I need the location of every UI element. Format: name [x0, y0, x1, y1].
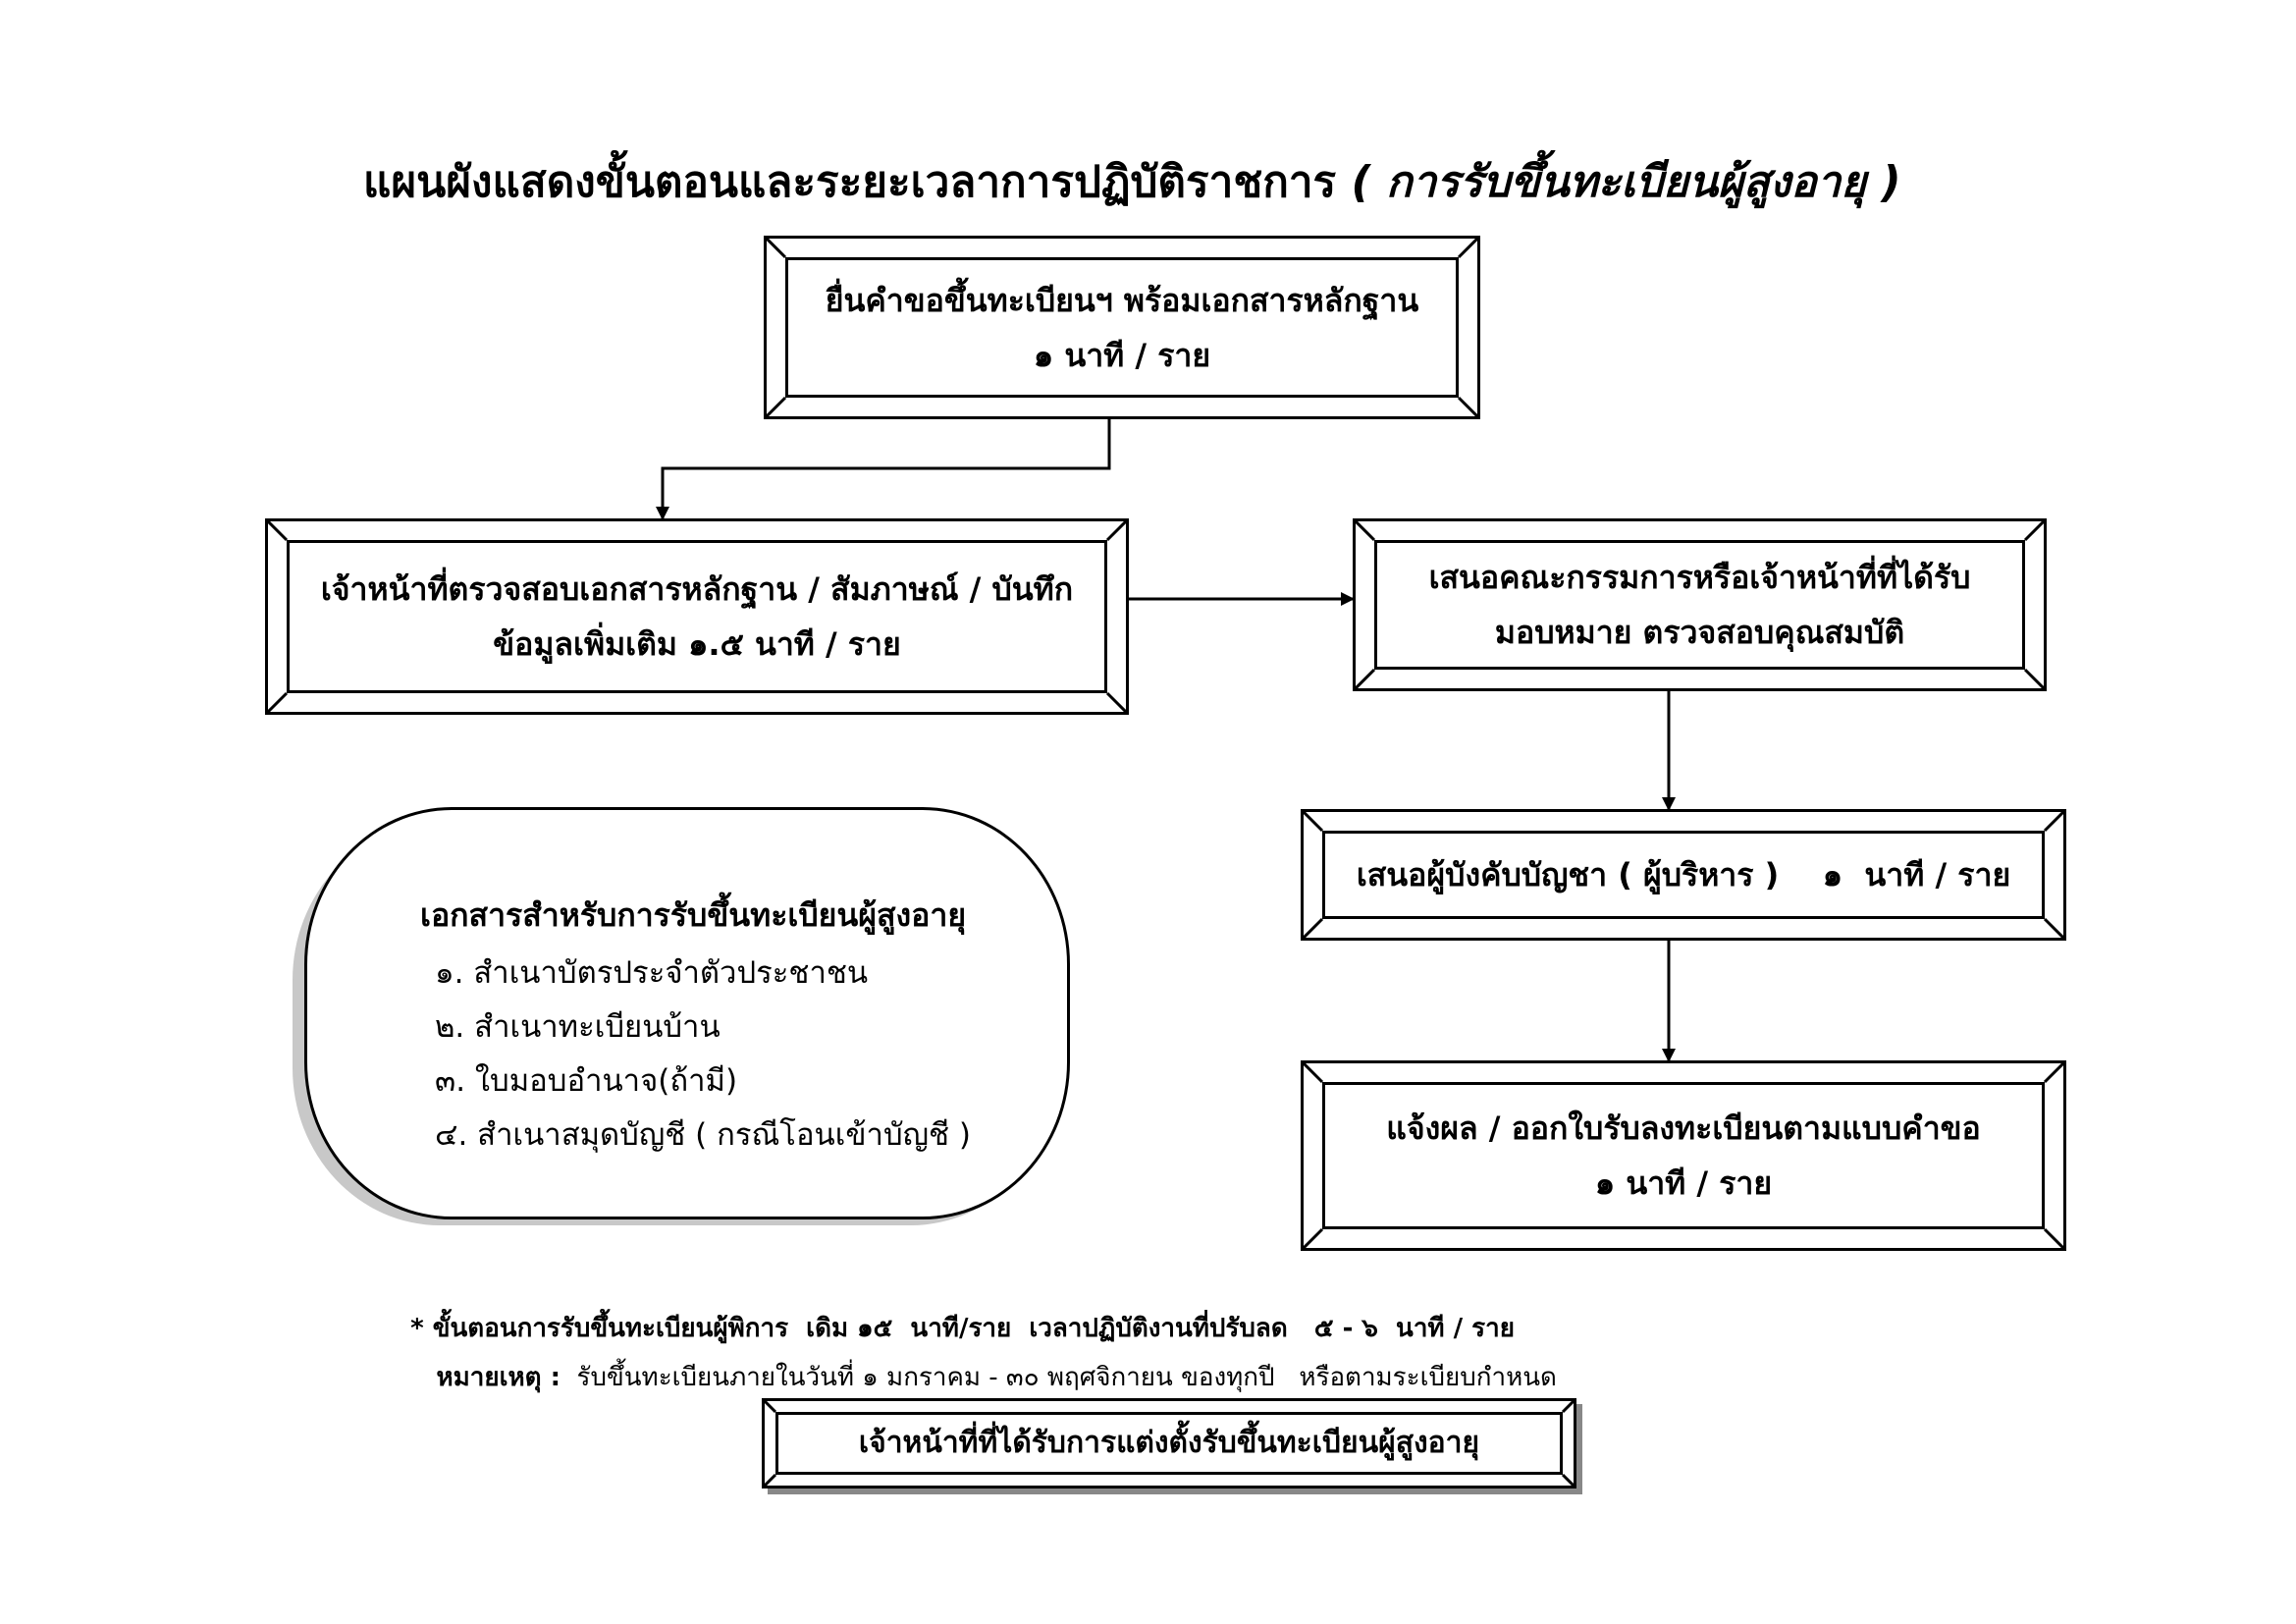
arrow-submit-to-check: [656, 419, 1111, 520]
document-item: ๔. สำเนาสมุดบัญชี ( กรณีโอนเข้าบัญชี ): [435, 1117, 972, 1153]
time-reduction-text: * ขั้นตอนการรับขึ้นทะเบียนผู้พิการ เดิม …: [410, 1314, 1515, 1343]
responsible-officer-text: เจ้าหน้าที่ที่ได้รับการแต่งตั้งรับขึ้นทะ…: [858, 1426, 1480, 1460]
remark-text: รับขึ้นทะเบียนภายในวันที่ ๑ มกราคม - ๓๐ …: [561, 1363, 1557, 1392]
step-submit-text: ยื่นคำขอขึ้นทะเบียนฯ พร้อมเอกสารหลักฐาน: [825, 281, 1419, 319]
step-notify-time: ๑ นาที / ราย: [1594, 1164, 1773, 1202]
step-check-time: ข้อมูลเพิ่มเติม ๑.๕ นาที / ราย: [493, 625, 901, 663]
step-check-text: เจ้าหน้าที่ตรวจสอบเอกสารหลักฐาน / สัมภาษ…: [320, 570, 1074, 608]
documents-heading: เอกสารสำหรับการรับขึ้นทะเบียนผู้สูงอายุ: [420, 896, 967, 934]
title-main: แผนผังแสดงขั้นตอนและระยะเวลาการปฏิบัติรา…: [363, 157, 1337, 207]
step-approve-box: เสนอผู้บังคับบัญชา ( ผู้บริหาร ) ๑ นาที …: [1301, 809, 2066, 941]
step-committee-text: เสนอคณะกรรมการหรือเจ้าหน้าที่ที่ได้รับ: [1428, 559, 1971, 596]
step-committee-text-2: มอบหมาย ตรวจสอบคุณสมบัติ: [1494, 614, 1905, 651]
document-item: ๑. สำเนาบัตรประจำตัวประชาชน: [435, 955, 869, 991]
step-notify-text: แจ้งผล / ออกใบรับลงทะเบียนตามแบบคำขอ: [1386, 1110, 1981, 1147]
title-subtitle: ( การรับขึ้นทะเบียนผู้สูงอายุ ): [1351, 157, 1901, 207]
step-submit-time: ๑ นาที / ราย: [1033, 336, 1211, 374]
responsible-officer-box: เจ้าหน้าที่ที่ได้รับการแต่งตั้งรับขึ้นทะ…: [762, 1398, 1576, 1489]
time-reduction-note: * ขั้นตอนการรับขึ้นทะเบียนผู้พิการ เดิม …: [393, 1278, 1515, 1348]
remark-note: หมายเหตุ : รับขึ้นทะเบียนภายในวันที่ ๑ ม…: [420, 1327, 1557, 1397]
step-check-box: เจ้าหน้าที่ตรวจสอบเอกสารหลักฐาน / สัมภาษ…: [265, 518, 1129, 715]
page-title: แผนผังแสดงขั้นตอนและระยะเวลาการปฏิบัติรา…: [363, 147, 1934, 216]
remark-label: หมายเหตุ :: [436, 1363, 561, 1392]
document-item: ๒. สำเนาทะเบียนบ้าน: [435, 1009, 721, 1045]
step-notify-box: แจ้งผล / ออกใบรับลงทะเบียนตามแบบคำขอ ๑ น…: [1301, 1060, 2066, 1251]
step-approve-text: เสนอผู้บังคับบัญชา ( ผู้บริหาร ) ๑ นาที …: [1356, 856, 2011, 893]
step-submit-box: ยื่นคำขอขึ้นทะเบียนฯ พร้อมเอกสารหลักฐาน …: [764, 236, 1480, 419]
document-item: ๓. ใบมอบอำนาจ(ถ้ามี): [435, 1063, 738, 1099]
step-committee-box: เสนอคณะกรรมการหรือเจ้าหน้าที่ที่ได้รับ ม…: [1353, 518, 2047, 691]
documents-panel: เอกสารสำหรับการรับขึ้นทะเบียนผู้สูงอายุ …: [304, 807, 1070, 1219]
